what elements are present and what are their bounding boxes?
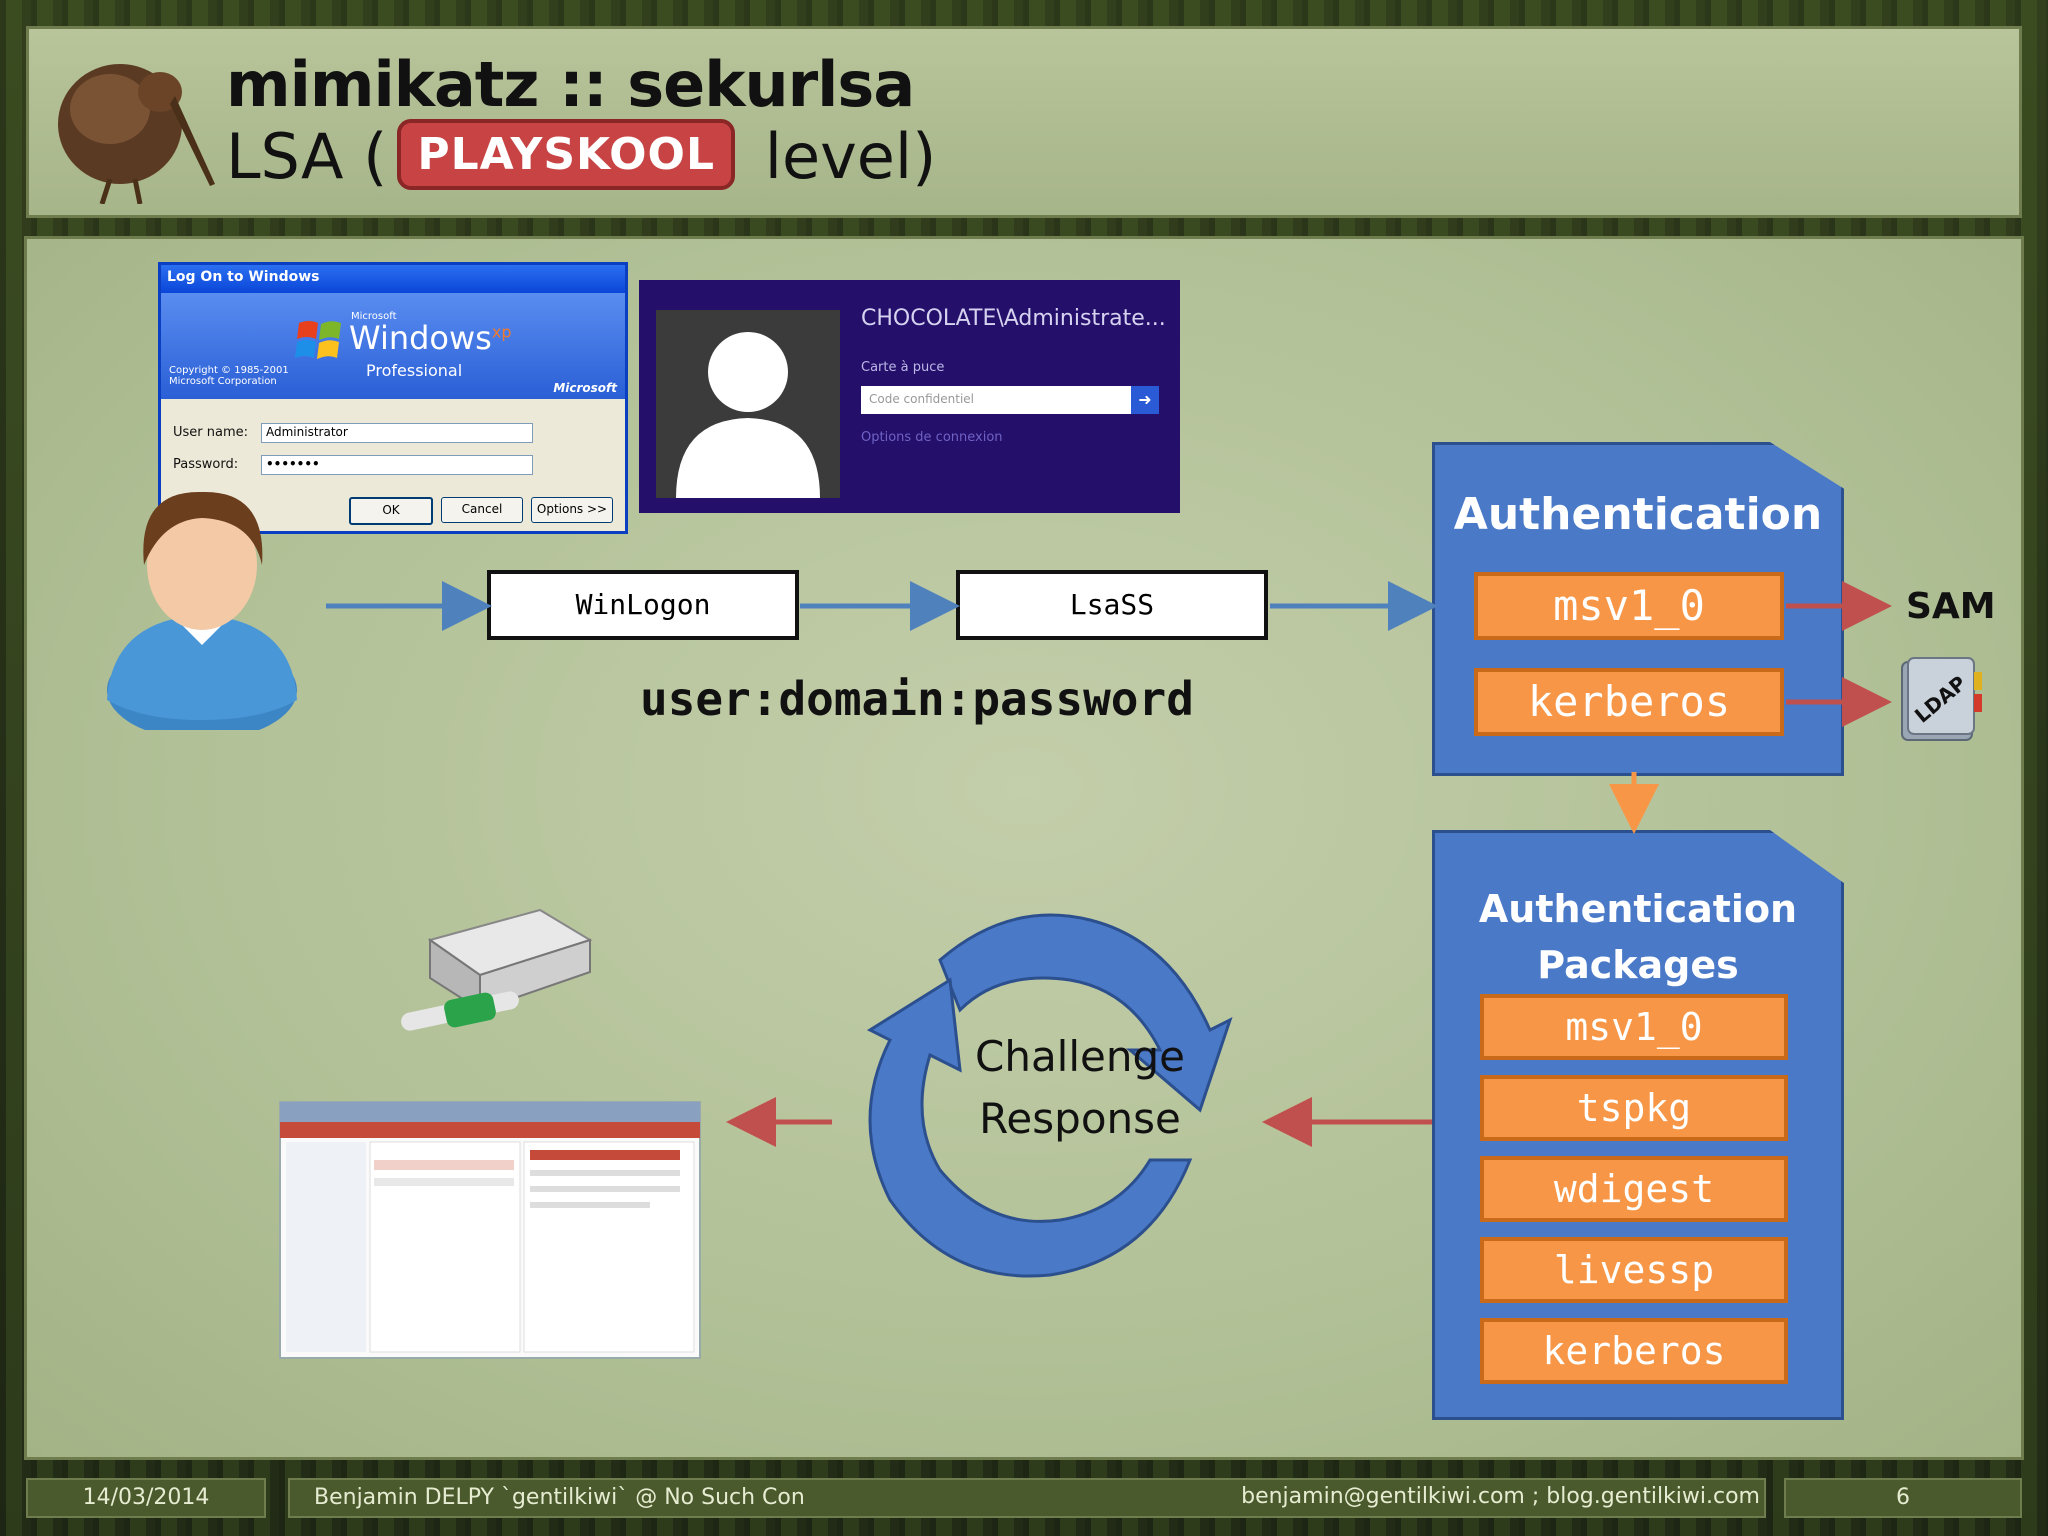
subtitle-suffix: level) [745,120,937,193]
win8-username: CHOCOLATE\Administrate... [861,306,1166,331]
playskool-badge: PLAYSKOOL [397,119,736,191]
email-client-screenshot [279,1101,701,1359]
user-icon [107,491,297,730]
ok-button[interactable]: OK [349,497,433,525]
header-panel [26,26,2022,218]
footer-author: Benjamin DELPY `gentilkiwi` @ No Such Co… [288,1478,1766,1518]
xp-copyright: Copyright © 1985-2001 Microsoft Corporat… [169,365,289,387]
slide-title: mimikatz :: sekurlsa [226,48,915,121]
win8-login-screen: CHOCOLATE\Administrate... Carte à puce C… [639,280,1180,513]
authentication-title: Authentication [1453,489,1823,540]
user-avatar-placeholder [656,310,840,498]
xp-microsoft-label: Microsoft [553,381,617,395]
footer-date: 14/03/2014 [26,1478,266,1518]
pkg-livessp-box: livessp [1480,1237,1788,1303]
windows-flag-icon [295,321,341,359]
pkg-wdigest-box: wdigest [1480,1156,1788,1222]
xp-edition: Professional [366,361,463,380]
pin-input[interactable]: Code confidentiel [861,386,1131,414]
sam-label: SAM [1906,586,1996,627]
credentials-label: user:domain:password [640,672,1194,726]
xp-brand: Windowsxp [349,319,512,357]
password-field[interactable]: ••••••• [261,455,533,475]
ldap-book-icon: LDAP [1901,657,1982,741]
username-label: User name: [173,425,249,440]
xp-banner [161,293,625,399]
cancel-button[interactable]: Cancel [441,497,523,523]
pkg-kerberos-box: kerberos [1480,1318,1788,1384]
user-silhouette-icon [676,332,820,498]
xp-logon-dialog: Log On to Windows Microsoft Windowsxp Pr… [158,262,628,534]
xp-dialog-title: Log On to Windows [161,265,625,293]
kiwi-bird-icon [58,64,215,204]
signin-options-link[interactable]: Options de connexion [861,430,1003,445]
pkg-msv1-0-box: msv1_0 [1480,994,1788,1060]
lsass-box: LsaSS [956,570,1268,640]
footer-contact: benjamin@gentilkiwi.com ; blog.gentilkiw… [1241,1484,1760,1509]
auth-kerberos-box: kerberos [1474,668,1784,736]
smartcard-label: Carte à puce [861,360,945,375]
challenge-response-cycle-icon [866,913,1233,1278]
options-button[interactable]: Options >> [531,497,613,523]
username-field[interactable]: Administrator [261,423,533,443]
network-drive-icon [401,908,593,1031]
footer-page-number: 6 [1784,1478,2022,1518]
winlogon-box: WinLogon [487,570,799,640]
password-label: Password: [173,457,239,472]
auth-msv1-0-box: msv1_0 [1474,572,1784,640]
submit-arrow-icon[interactable]: ➜ [1131,386,1159,414]
subtitle-prefix: LSA ( [226,120,388,193]
pkg-tspkg-box: tspkg [1480,1075,1788,1141]
xp-brand-small: Microsoft [351,311,397,322]
slide-subtitle: LSA (PLAYSKOOL level) [226,119,937,196]
